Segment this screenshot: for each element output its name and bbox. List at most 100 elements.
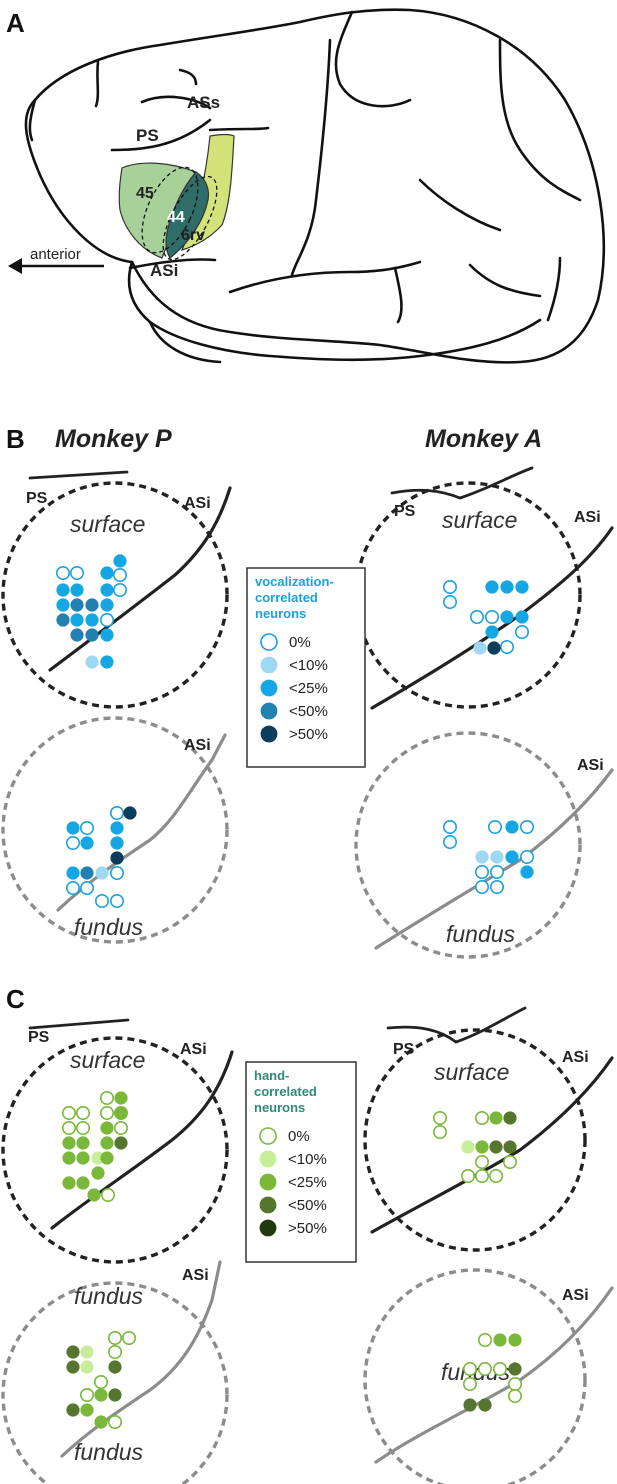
recording-site-marker xyxy=(519,819,534,834)
recording-site-marker xyxy=(507,1389,522,1404)
recording-site-marker xyxy=(80,820,95,835)
recording-site-marker xyxy=(514,624,529,639)
legend-item-label: 0% xyxy=(288,1128,310,1145)
recording-site-marker xyxy=(85,598,99,612)
recording-site-marker xyxy=(94,1375,109,1390)
legend-swatch xyxy=(259,1173,277,1191)
recording-site-marker xyxy=(475,1140,489,1154)
recording-site-marker xyxy=(500,580,514,594)
recording-site-marker xyxy=(442,594,457,609)
arcuate-sulcus-superior xyxy=(208,126,270,132)
recording-site-marker xyxy=(500,610,514,624)
recording-site-marker xyxy=(461,1140,475,1154)
recording-site-marker xyxy=(62,1176,76,1190)
recording-site-marker xyxy=(56,583,70,597)
arcuate-sulcus-line xyxy=(370,1056,614,1234)
anterior-arrow: anterior xyxy=(8,246,104,274)
recording-site-marker xyxy=(110,893,125,908)
recording-site-marker xyxy=(100,612,115,627)
legend-item-label: <25% xyxy=(289,680,328,697)
recording-site-marker xyxy=(462,1377,477,1392)
recording-site-marker xyxy=(85,613,99,627)
principal-sulcus-line xyxy=(28,470,129,480)
recording-site-marker xyxy=(520,865,534,879)
recording-site-marker xyxy=(80,1345,94,1359)
monkey-a-title: Monkey A xyxy=(425,425,542,453)
recording-site-marker xyxy=(108,1331,123,1346)
label-surface: surface xyxy=(70,511,145,537)
recording-site-marker xyxy=(462,1362,477,1377)
recording-site-marker xyxy=(87,1188,101,1202)
recording-site-marker xyxy=(61,1106,76,1121)
label-fundus: fundus xyxy=(446,921,516,947)
recording-site-marker xyxy=(94,1388,108,1402)
recording-site-marker xyxy=(80,1360,94,1374)
recording-site-marker xyxy=(56,613,70,627)
legend-item-label: <10% xyxy=(288,1151,327,1168)
recording-site-marker xyxy=(442,819,457,834)
recording-site-marker xyxy=(110,805,125,820)
label-asi: ASi xyxy=(562,1287,589,1304)
recording-field-circle xyxy=(1,481,229,709)
legend-item-label: 0% xyxy=(289,634,311,651)
occipital-sulcus xyxy=(468,263,542,298)
legend-swatch xyxy=(259,1150,277,1168)
recording-site-marker xyxy=(508,1333,522,1347)
recording-site-marker xyxy=(473,641,487,655)
label-asi: ASi xyxy=(562,1049,589,1066)
recording-site-marker xyxy=(493,1333,507,1347)
legend-swatch xyxy=(259,1127,277,1145)
legend-title-line: neurons xyxy=(254,1100,305,1115)
recording-field-circle xyxy=(363,1028,587,1252)
recording-site-marker xyxy=(492,1362,507,1377)
recording-site-marker xyxy=(66,835,81,850)
recording-site-marker xyxy=(505,850,519,864)
label-ps: PS xyxy=(28,1029,50,1046)
recording-site-marker xyxy=(80,866,94,880)
recording-site-marker xyxy=(503,1111,517,1125)
panel-label-a: A xyxy=(6,8,25,38)
recording-site-marker xyxy=(70,613,84,627)
parietal-sulcus xyxy=(418,178,502,232)
label-ps: PS xyxy=(26,490,48,507)
recording-site-marker xyxy=(113,567,128,582)
recording-site-marker xyxy=(484,609,499,624)
recording-site-marker xyxy=(474,1111,489,1126)
recording-site-marker xyxy=(95,866,109,880)
recording-site-marker xyxy=(489,864,504,879)
recording-site-marker xyxy=(113,554,127,568)
recording-site-marker xyxy=(85,628,99,642)
recording-site-marker xyxy=(123,806,137,820)
label-fundus: fundus xyxy=(74,914,144,940)
intraparietal-sulcus xyxy=(334,10,412,108)
recording-site-marker xyxy=(62,1136,76,1150)
recording-site-marker xyxy=(432,1125,447,1140)
recording-site-marker xyxy=(489,1140,503,1154)
recording-site-marker xyxy=(463,1398,477,1412)
recording-site-marker xyxy=(478,1398,492,1412)
recording-area-left xyxy=(141,166,199,254)
recording-site-marker xyxy=(70,565,85,580)
recording-site-marker xyxy=(66,1345,80,1359)
legend-item-label: <50% xyxy=(288,1197,327,1214)
recording-site-marker xyxy=(100,598,114,612)
legend-swatch xyxy=(260,679,278,697)
legend-item-label: <10% xyxy=(289,657,328,674)
recording-site-marker xyxy=(110,821,124,835)
recording-site-marker xyxy=(122,1331,137,1346)
sulcus-top-1 xyxy=(94,60,100,108)
recording-site-marker xyxy=(66,1403,80,1417)
temporal-lobe xyxy=(127,260,542,362)
recording-site-marker xyxy=(100,1106,115,1121)
recording-site-marker xyxy=(100,583,114,597)
label-surface: surface xyxy=(442,507,517,533)
recording-site-marker xyxy=(80,1388,95,1403)
label-area-45: 45 xyxy=(136,185,154,202)
recording-site-marker xyxy=(76,1106,91,1121)
panel-label-c: C xyxy=(6,984,25,1014)
